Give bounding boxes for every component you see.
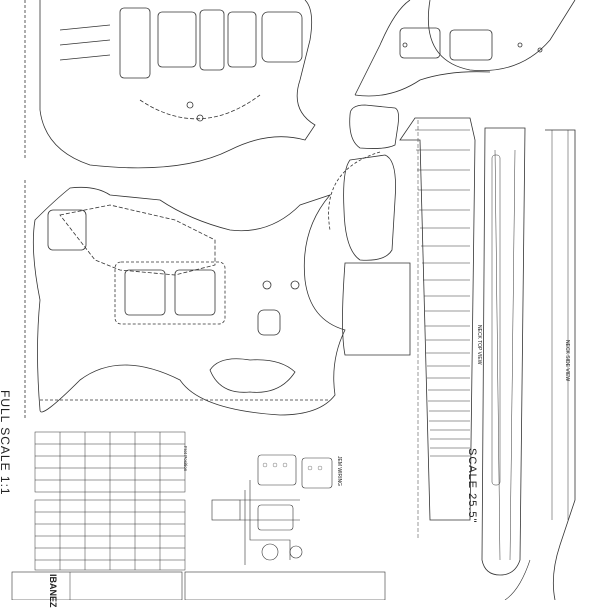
body-front-outline: [32, 186, 346, 416]
pickguard-outline: [354, 0, 576, 96]
neck-top-view-label: NECK TOP VIEW: [476, 325, 482, 365]
trem-cover: [343, 154, 396, 261]
full-scale-label: FULL SCALE 1:1: [0, 390, 12, 496]
scale-label: SCALE 25.5": [466, 448, 478, 524]
body-back-outline: [39, 0, 316, 169]
neck-top-outline: [481, 127, 526, 576]
cavity-cover: [349, 104, 399, 149]
fret-table-title: Fret Position: [183, 446, 188, 472]
wiring-label: JEM WIRING: [336, 456, 342, 486]
neck-side-outline: [545, 129, 576, 600]
fretboard-outline: [399, 117, 476, 521]
brand-label: IBANEZ: [48, 574, 58, 608]
neck-side-view-label: NECK SIDE VIEW: [564, 340, 570, 382]
back-plate: [342, 262, 411, 356]
